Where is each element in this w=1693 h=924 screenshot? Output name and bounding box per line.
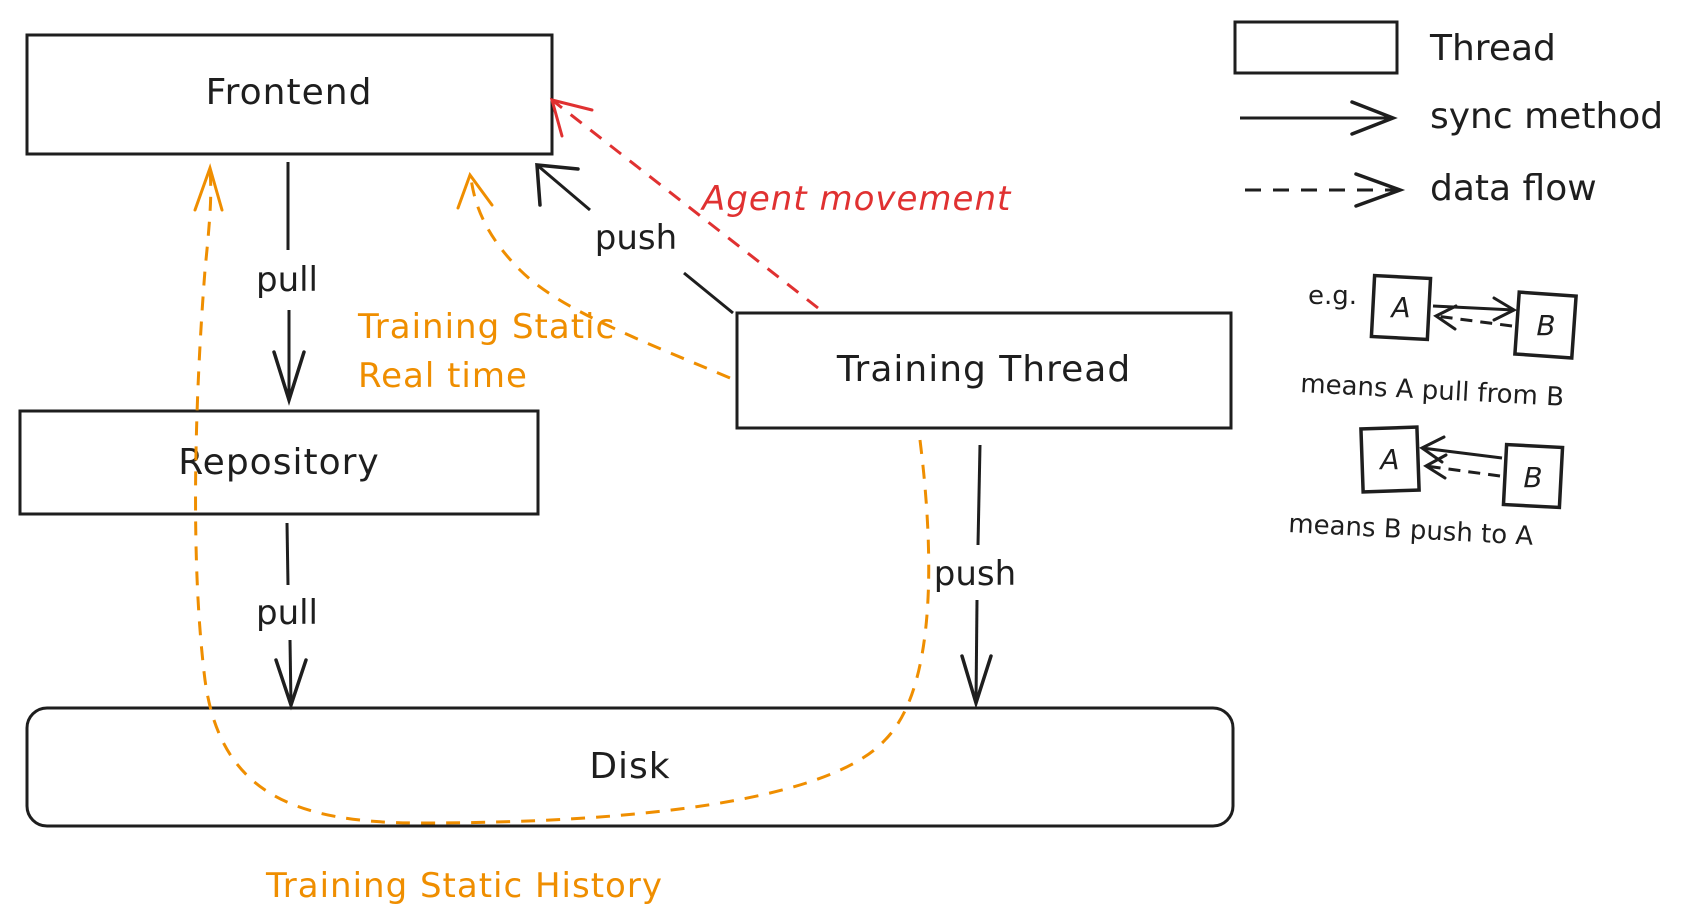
training-thread-label: Training Thread xyxy=(836,349,1131,390)
push-label-frontend: push xyxy=(595,218,677,258)
frontend-node: Frontend xyxy=(25,33,554,156)
real-time-label: Real time xyxy=(358,356,528,396)
legend: Thread sync method data flow e.g. A B me… xyxy=(1233,20,1663,552)
push-example-b: B xyxy=(1523,461,1542,494)
training-thread-node: Training Thread xyxy=(735,311,1233,430)
pull-example-b: B xyxy=(1536,309,1555,342)
pull-caption: means A pull from B xyxy=(1300,369,1565,413)
edge-frontend-repository: pull xyxy=(256,162,318,406)
frontend-label: Frontend xyxy=(206,72,373,113)
repository-box xyxy=(18,409,540,516)
legend-pull-example: e.g. A B means A pull from B xyxy=(1300,273,1578,413)
agent-movement-label: Agent movement xyxy=(700,179,1012,219)
pull-example-a: A xyxy=(1389,291,1410,324)
example-prefix: e.g. xyxy=(1308,281,1357,311)
edge-training-disk: push xyxy=(934,444,1016,709)
flow-training-realtime: Training Static Real time xyxy=(357,171,731,396)
push-caption: means B push to A xyxy=(1288,509,1535,552)
push-example-a: A xyxy=(1378,443,1399,476)
pull-label-frontend: pull xyxy=(256,260,318,300)
edge-repository-disk: pull xyxy=(256,522,318,711)
training-static-history-label: Training Static History xyxy=(265,866,663,906)
legend-sync-label: sync method xyxy=(1430,96,1663,137)
disk-node: Disk xyxy=(25,706,1235,828)
pull-label-repository: pull xyxy=(256,593,318,633)
edge-training-frontend: push xyxy=(535,163,734,315)
legend-thread-label: Thread xyxy=(1429,28,1556,69)
legend-push-example: A B means B push to A xyxy=(1288,425,1565,552)
push-label-disk: push xyxy=(934,554,1016,594)
push-example-box-a xyxy=(1359,425,1421,494)
training-static-label: Training Static xyxy=(357,307,615,347)
legend-thread: Thread xyxy=(1233,20,1556,75)
pull-example-box-b xyxy=(1513,290,1578,360)
legend-thread-box xyxy=(1233,20,1399,75)
pull-example-box-a xyxy=(1369,273,1433,342)
push-example-box-b xyxy=(1501,442,1565,510)
legend-dataflow-label: data flow xyxy=(1430,168,1597,209)
flow-agent-movement: Agent movement xyxy=(549,97,1012,310)
legend-data-flow: data flow xyxy=(1245,168,1597,209)
repository-label: Repository xyxy=(178,442,379,483)
training-thread-box xyxy=(735,311,1233,430)
disk-label: Disk xyxy=(589,746,670,787)
frontend-box xyxy=(25,33,554,156)
legend-sync-method: sync method xyxy=(1240,96,1663,137)
flow-training-history: Training Static History xyxy=(193,163,931,906)
disk-box xyxy=(25,706,1235,828)
repository-node: Repository xyxy=(18,409,540,516)
